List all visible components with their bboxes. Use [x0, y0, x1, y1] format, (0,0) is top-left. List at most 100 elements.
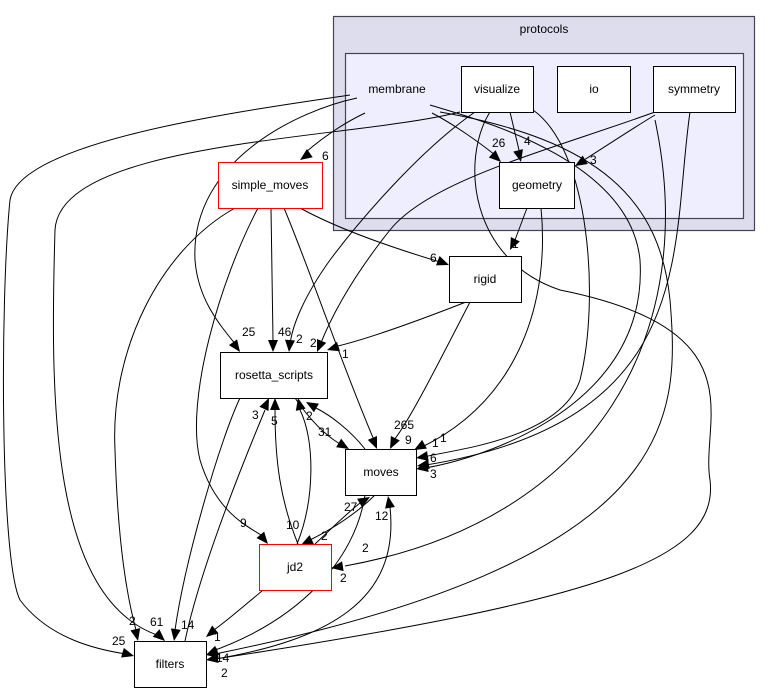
edge-simple-moves-to-rigid[interactable]: 6 — [299, 207, 449, 266]
edge-label[interactable]: 31 — [318, 425, 332, 439]
edge-jd2-to-rosetta-scripts[interactable]: 5 — [270, 398, 299, 545]
edge-label[interactable]: 61 — [150, 615, 164, 629]
edge-line — [283, 207, 375, 441]
edge-label[interactable]: 2 — [296, 332, 303, 346]
edge-line — [213, 590, 263, 631]
node-rigid-label: rigid — [474, 272, 497, 286]
node-simple-moves-label: simple_moves — [232, 178, 309, 192]
edge-line — [315, 407, 366, 450]
node-membrane[interactable]: membrane — [368, 82, 426, 96]
node-rigid[interactable]: rigid — [449, 256, 522, 303]
edge-label[interactable]: 2 — [321, 529, 328, 543]
edge-line — [314, 502, 361, 545]
edge-label[interactable]: 9 — [240, 516, 247, 530]
node-io[interactable]: io — [557, 66, 631, 113]
node-moves[interactable]: moves — [345, 449, 417, 496]
edge-label[interactable]: 12 — [375, 509, 389, 523]
node-visualize[interactable]: visualize — [461, 66, 534, 113]
edge-label[interactable]: 1 — [214, 630, 221, 644]
edge-label[interactable]: 27 — [344, 500, 358, 514]
edge-label[interactable]: 5 — [271, 414, 278, 428]
node-rosetta-scripts[interactable]: rosetta_scripts — [220, 352, 328, 399]
edge-line — [509, 111, 520, 151]
arrowhead-icon — [301, 535, 314, 545]
edge-label[interactable]: 25 — [242, 325, 256, 339]
arrowhead-icon — [130, 628, 141, 641]
edge-label[interactable]: 4 — [524, 134, 531, 148]
edge-label[interactable]: 6 — [430, 251, 437, 265]
edge-label[interactable]: 9 — [405, 433, 412, 447]
edge-line — [296, 409, 312, 545]
node-filters[interactable]: filters — [134, 641, 207, 688]
edge-moves-to-rosetta-scripts[interactable]: 2 — [306, 402, 366, 450]
edge-line — [194, 97, 358, 346]
arrowhead-icon — [306, 402, 319, 413]
edge-simple-moves-to-rosetta-scripts[interactable]: 46 — [268, 207, 292, 352]
edge-label[interactable]: 6 — [430, 451, 437, 465]
edge-label[interactable]: 3 — [430, 467, 437, 481]
edge-label[interactable]: 3 — [252, 408, 259, 422]
edge-label[interactable]: 2 — [221, 666, 228, 680]
edge-rigid-to-rosetta-scripts[interactable]: 1 — [327, 301, 467, 361]
edge-label[interactable]: 1 — [512, 237, 519, 251]
edge-filters-to-rosetta-scripts[interactable]: 3 — [184, 398, 269, 642]
edge-membrane-to-jd2[interactable]: 2 — [331, 119, 666, 585]
node-jd2[interactable]: jd2 — [259, 544, 332, 591]
arrowhead-icon — [285, 339, 295, 352]
edge-line — [270, 207, 274, 341]
edge-visualize-to-filters[interactable]: 61 — [52, 111, 461, 641]
edge-label[interactable]: 26 — [492, 136, 506, 150]
edge-geometry-to-moves[interactable]: 1 — [414, 207, 544, 450]
edge-label[interactable]: 2 — [306, 409, 313, 423]
edge-label[interactable]: 1 — [440, 431, 447, 445]
edge-symmetry-to-rosetta-scripts[interactable]: 2 — [310, 111, 656, 352]
arrowhead-icon — [436, 256, 449, 266]
edge-filters-to-moves[interactable]: 12 — [209, 496, 395, 661]
edge-membrane-to-rosetta-scripts[interactable]: 25 — [194, 97, 358, 352]
node-symmetry[interactable]: symmetry — [653, 66, 736, 113]
edge-label[interactable]: 10 — [286, 518, 300, 532]
edge-label[interactable]: 2 — [310, 336, 317, 350]
edge-rosetta-scripts-to-filters[interactable]: 14 — [170, 397, 241, 641]
edge-label[interactable]: 3 — [590, 153, 597, 167]
edge-label[interactable]: 46 — [278, 325, 292, 339]
edge-line — [319, 111, 656, 346]
edge-line — [289, 111, 476, 346]
edge-simple-moves-to-moves[interactable]: 265 — [283, 207, 414, 449]
edge-moves-to-jd2[interactable]: 2 — [301, 494, 376, 545]
edge-label[interactable]: 25 — [112, 634, 126, 648]
edge-label[interactable]: 1 — [342, 347, 349, 361]
node-geometry[interactable]: geometry — [499, 162, 575, 209]
edge-visualize-to-rosetta-scripts[interactable]: 2 — [285, 111, 476, 352]
edge-geometry-to-rigid[interactable]: 1 — [510, 207, 528, 251]
edge-label[interactable]: 14 — [216, 651, 230, 665]
edge-membrane-to-filters[interactable]: 2 — [206, 111, 673, 680]
edge-jd2-to-filters[interactable]: 1 — [206, 590, 263, 644]
edge-line — [114, 207, 236, 631]
node-io-label: io — [589, 82, 599, 96]
node-simple-moves[interactable]: simple_moves — [218, 162, 323, 209]
edge-rosetta-scripts-to-jd2[interactable]: 10 — [286, 398, 312, 545]
edge-label[interactable]: 1 — [432, 436, 439, 450]
edge-symmetry-to-moves[interactable]: 3 — [417, 111, 691, 481]
edge-line — [583, 114, 656, 161]
node-symmetry-label: symmetry — [668, 82, 720, 96]
edge-label[interactable]: 2 — [340, 571, 347, 585]
edge-rigid-to-moves[interactable]: 9 — [390, 301, 471, 449]
edge-line — [393, 301, 471, 441]
arrowhead-icon — [575, 155, 588, 166]
edge-line — [419, 207, 544, 449]
arrowhead-icon — [206, 648, 219, 658]
edge-symmetry-to-geometry[interactable]: 3 — [575, 114, 656, 167]
edge-membrane-to-filters[interactable]: 25 — [2, 94, 351, 658]
edge-simple-moves-to-jd2[interactable]: 9 — [195, 207, 268, 544]
edge-line — [214, 111, 712, 660]
edge-line — [337, 301, 467, 347]
edge-label[interactable]: 6 — [322, 149, 329, 163]
edge-label[interactable]: 2 — [129, 614, 136, 628]
edge-label[interactable]: 14 — [181, 618, 195, 632]
edge-line — [214, 111, 673, 655]
edge-simple-moves-to-filters[interactable]: 2 — [114, 207, 236, 641]
node-jd2-label: jd2 — [286, 560, 303, 574]
edge-label[interactable]: 2 — [362, 541, 369, 555]
